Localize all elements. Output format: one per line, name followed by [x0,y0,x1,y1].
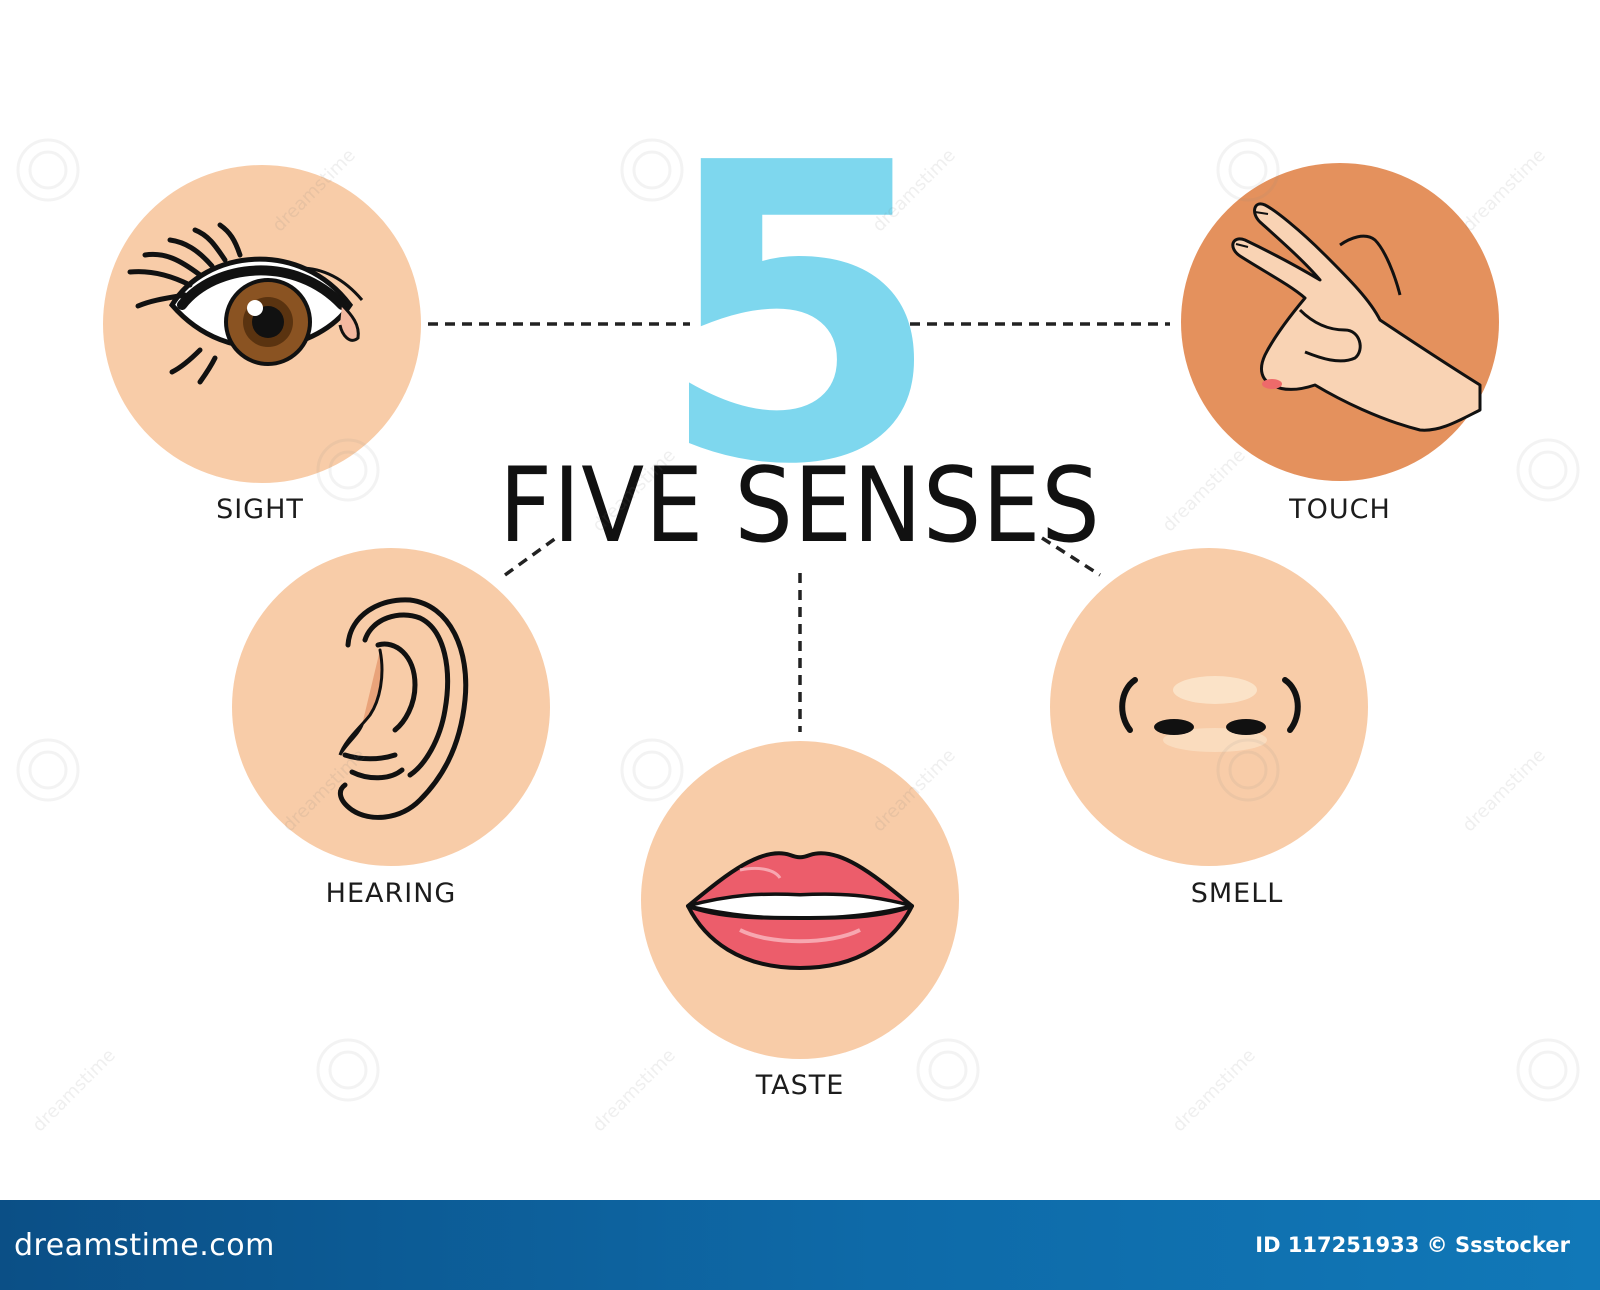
smell-circle [1050,548,1368,866]
infographic: 5 FIVE SENSES SIGHT TOUCH HEARING SMELL … [16,76,1580,1136]
connector-smell [1041,536,1101,577]
big-number-five: 5 [657,76,943,554]
hand-icon [1231,202,1482,432]
label-smell: SMELL [1190,878,1284,909]
label-taste: TASTE [755,1070,845,1101]
lips-icon [686,851,914,970]
footer-bar: dreamstime.com ID 117251933 © Ssstocker [0,1200,1600,1290]
eye-icon [127,222,364,385]
watermark-logos [16,138,1580,1102]
label-sight: SIGHT [216,494,304,525]
nose-icon [1119,676,1301,752]
infographic-art [16,138,1580,1102]
page-title: FIVE SENSES [499,446,1101,566]
footer-brand: dreamstime.com [14,1227,275,1263]
label-hearing: HEARING [325,878,457,909]
hearing-circle [232,548,550,866]
connector-hearing [503,536,558,577]
label-touch: TOUCH [1289,494,1391,525]
footer-credit: ID 117251933 © Ssstocker [1255,1233,1570,1257]
ear-icon [337,597,469,820]
